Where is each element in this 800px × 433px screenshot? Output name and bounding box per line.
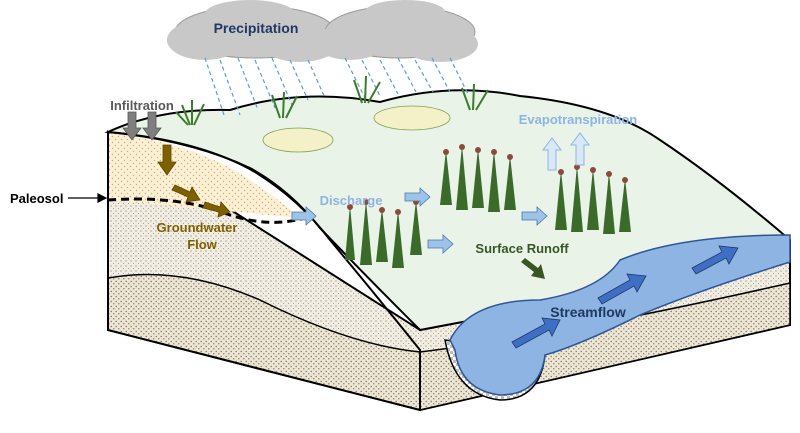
groundwater-label: Groundwater bbox=[157, 220, 238, 235]
paleosol-pointer bbox=[68, 193, 108, 203]
hill-slope bbox=[107, 130, 421, 412]
flower-patches bbox=[262, 105, 451, 153]
evapotranspiration-label: Evapotranspiration bbox=[519, 112, 638, 127]
paleosol-label: Paleosol bbox=[10, 191, 63, 206]
infiltration-arrows bbox=[122, 111, 162, 141]
precipitation-label: Precipitation bbox=[214, 20, 299, 36]
groundwater-arrows bbox=[157, 144, 231, 218]
stream-water bbox=[449, 234, 791, 396]
discharge-arrows bbox=[291, 187, 548, 254]
discharge-label: Discharge bbox=[320, 193, 383, 208]
infiltration-label: Infiltration bbox=[110, 98, 174, 113]
bottom-soil-layer bbox=[107, 273, 791, 411]
grass-clump bbox=[175, 75, 489, 126]
groundwater-flow-label: Flow bbox=[187, 237, 217, 252]
streamflow-label: Streamflow bbox=[550, 304, 626, 320]
surface-runoff-label: Surface Runoff bbox=[475, 241, 569, 256]
upper-soil-layer bbox=[108, 132, 300, 218]
reed-tips bbox=[347, 144, 628, 215]
runoff-arrow bbox=[521, 258, 545, 279]
reed-clusters bbox=[345, 145, 631, 268]
streamflow-arrows bbox=[511, 245, 739, 349]
cloud-right bbox=[315, 0, 478, 62]
evapotranspiration-arrows bbox=[542, 132, 590, 171]
rain bbox=[204, 57, 469, 119]
cloud-left bbox=[167, 0, 340, 62]
